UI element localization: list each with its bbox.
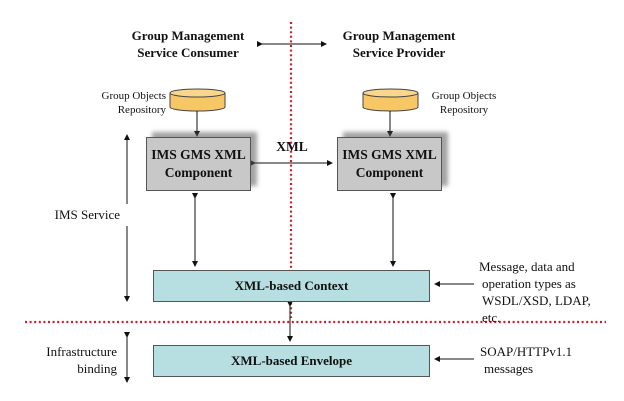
- provider-xml-component: IMS GMS XML Component: [337, 137, 442, 191]
- consumer-xml-component: IMS GMS XML Component: [146, 137, 251, 191]
- envelope-annotation-line1: SOAP/HTTPv1.1: [480, 344, 573, 359]
- context-annotation-line2: operation types as: [482, 276, 576, 291]
- infrastructure-label-line2: binding: [77, 361, 117, 376]
- provider-component-line1: IMS GMS XML: [342, 147, 437, 162]
- consumer-component-line2: Component: [164, 165, 233, 180]
- ims-service-label: IMS Service: [54, 207, 120, 222]
- consumer-title-line1: Group Management: [131, 28, 245, 43]
- context-annotation-line3: WSDL/XSD, LDAP,: [482, 293, 591, 308]
- provider-title-line2: Service Provider: [352, 45, 446, 60]
- envelope-annotation-line2: messages: [484, 361, 534, 376]
- right-repository-label-line1: Group Objects: [431, 90, 497, 102]
- provider-component-line2: Component: [355, 165, 424, 180]
- context-annotation: Message, data and operation types as WSD…: [479, 258, 624, 326]
- context-annotation-line4: etc.: [482, 310, 501, 325]
- right-repository-label: Group Objects Repository: [424, 89, 504, 117]
- xml-context-box: XML-based Context: [153, 270, 430, 302]
- infrastructure-label-line1: Infrastructure: [46, 344, 117, 359]
- left-repository-label-line2: Repository: [117, 104, 166, 116]
- xml-envelope-box: XML-based Envelope: [153, 345, 430, 377]
- consumer-title-line2: Service Consumer: [137, 45, 239, 60]
- right-repository-database-icon: [362, 88, 419, 112]
- consumer-component-line1: IMS GMS XML: [151, 147, 246, 162]
- left-repository-label-line1: Group Objects: [101, 90, 166, 102]
- right-repository-label-line2: Repository: [439, 104, 489, 116]
- provider-title-line1: Group Management: [342, 28, 456, 43]
- consumer-title: Group Management Service Consumer: [118, 27, 258, 61]
- envelope-annotation: SOAP/HTTPv1.1 messages: [480, 343, 600, 377]
- xml-exchange-label: XML: [276, 139, 308, 154]
- context-annotation-line1: Message, data and: [479, 259, 575, 274]
- infrastructure-binding-label: Infrastructure binding: [20, 343, 117, 377]
- left-repository-database-icon: [169, 88, 226, 112]
- left-repository-label: Group Objects Repository: [86, 89, 166, 117]
- provider-title: Group Management Service Provider: [329, 27, 469, 61]
